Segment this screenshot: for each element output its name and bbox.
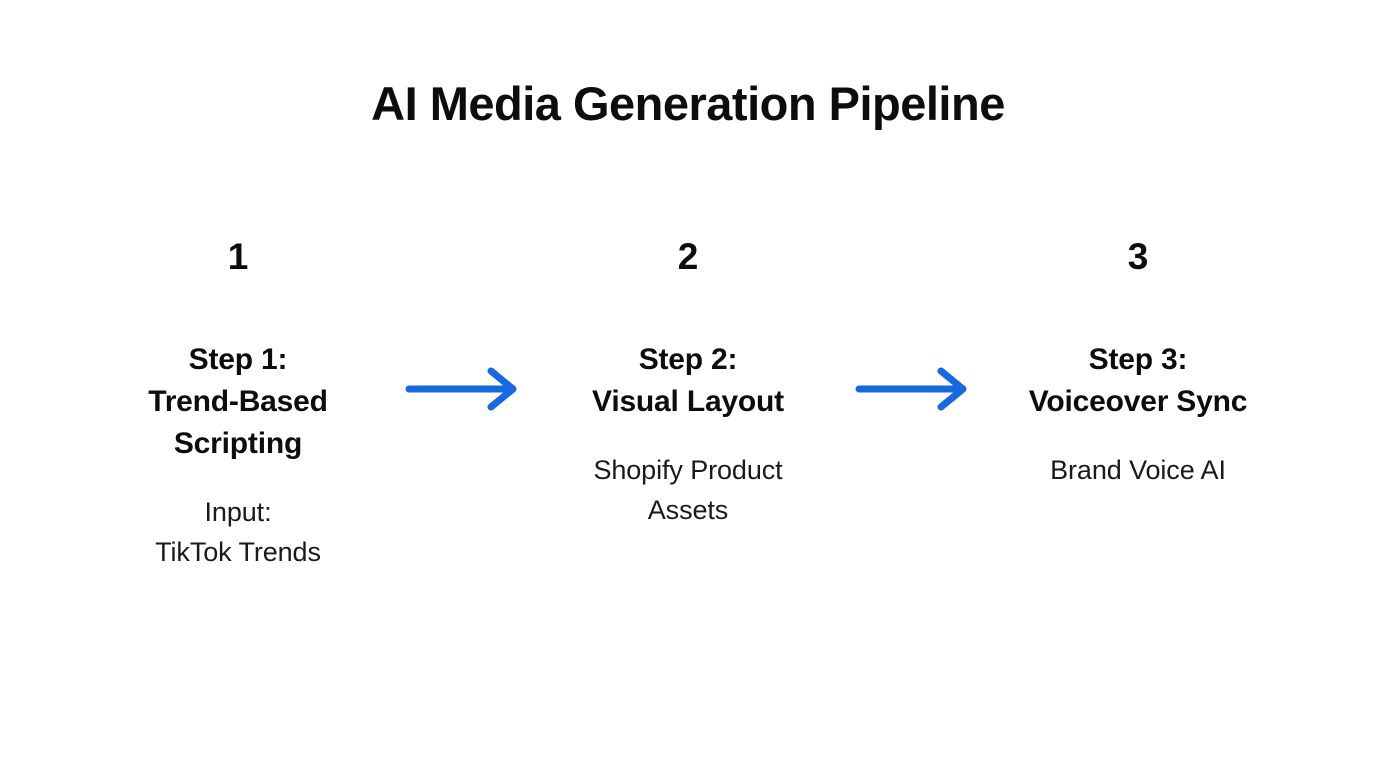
step-number-1: 1 (227, 236, 249, 277)
step-number-3: 3 (1127, 236, 1149, 277)
page-title: AI Media Generation Pipeline (371, 77, 1005, 130)
connector-1 (388, 238, 538, 413)
step-number-2: 2 (677, 236, 699, 277)
pipeline-step-3: 3 Step 3: Voiceover Sync Brand Voice AI (988, 238, 1288, 490)
pipeline-flow: 1 Step 1: Trend-Based Scripting Input: T… (0, 238, 1376, 572)
step-title-3: Step 3: Voiceover Sync (1028, 343, 1248, 418)
arrow-right-icon (855, 367, 967, 411)
step-subtitle-1: Input: TikTok Trends (155, 497, 321, 567)
pipeline-step-2: 2 Step 2: Visual Layout Shopify Product … (538, 238, 838, 530)
step-title-1: Step 1: Trend-Based Scripting (148, 343, 328, 460)
connector-2 (838, 238, 988, 413)
step-subtitle-3: Brand Voice AI (1050, 455, 1226, 485)
arrow-right-icon (405, 367, 517, 411)
step-title-2: Step 2: Visual Layout (592, 343, 784, 418)
pipeline-step-1: 1 Step 1: Trend-Based Scripting Input: T… (88, 238, 388, 572)
step-subtitle-2: Shopify Product Assets (593, 455, 783, 525)
